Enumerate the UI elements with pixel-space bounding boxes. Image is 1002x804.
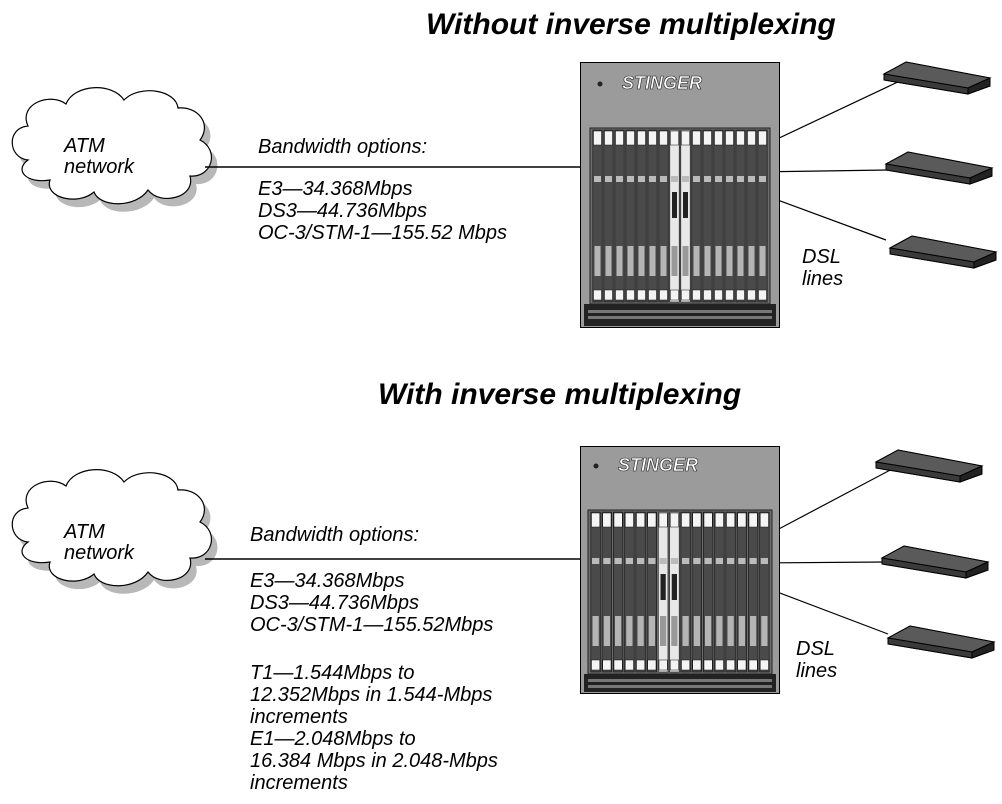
dsl-modem-icon — [882, 61, 992, 95]
dsl-lines-label: DSL lines — [802, 246, 844, 290]
line-card — [636, 129, 647, 303]
device-brand: STINGER — [618, 455, 698, 475]
bandwidth-heading: Bandwidth options: — [250, 524, 420, 546]
section-title-without: Without inverse multiplexing — [426, 8, 836, 41]
line-card — [658, 129, 669, 303]
option-item: OC-3/STM-1—155.52 Mbps — [258, 222, 507, 244]
dsl-modem-icon — [886, 625, 996, 659]
line-card — [603, 129, 614, 303]
line-card — [590, 511, 601, 673]
option-item: DS3—44.736Mbps — [250, 592, 419, 614]
line-card — [601, 511, 612, 673]
bandwidth-options-list: E3—34.368Mbps DS3—44.736Mbps OC-3/STM-1—… — [250, 570, 493, 636]
line-card — [757, 129, 768, 303]
line-card — [714, 511, 725, 673]
line-card — [646, 511, 658, 673]
line-card — [713, 129, 724, 303]
option-item: OC-3/STM-1—155.52Mbps — [250, 614, 494, 636]
option-item: E1—2.048Mbps to — [250, 728, 416, 750]
dsl-lines-label: DSL lines — [796, 638, 838, 682]
line-card — [703, 511, 714, 673]
option-item: increments — [250, 772, 348, 794]
line-card — [748, 511, 759, 673]
bandwidth-options-list: E3—34.368Mbps DS3—44.736Mbps OC-3/STM-1—… — [258, 178, 507, 244]
line-card — [691, 129, 702, 303]
option-item: DS3—44.736Mbps — [258, 200, 427, 222]
dsl-modem-icon — [884, 151, 994, 185]
line-card — [746, 129, 757, 303]
line-card — [625, 129, 636, 303]
stinger-chassis-icon: STINGER — [580, 62, 780, 328]
stinger-chassis-icon: STINGER — [580, 446, 780, 694]
line-card — [702, 129, 713, 303]
cloud-label: ATM network — [64, 521, 135, 564]
line-card — [759, 511, 770, 673]
line-card — [680, 511, 691, 673]
line-card — [612, 511, 624, 673]
option-item: 16.384 Mbps in 2.048-Mbps — [250, 750, 498, 772]
section-title-with: With inverse multiplexing — [378, 378, 742, 411]
option-item: 12.352Mbps in 1.544-Mbps — [250, 684, 493, 706]
option-item: T1—1.544Mbps to — [250, 662, 415, 684]
bandwidth-options-extra: T1—1.544Mbps to 12.352Mbps in 1.544-Mbps… — [250, 662, 498, 794]
line-card — [592, 129, 603, 303]
line-card — [614, 129, 625, 303]
dsl-modem-icon — [874, 449, 984, 483]
line-card — [725, 511, 736, 673]
dsl-modem-icon — [880, 545, 990, 579]
option-item: increments — [250, 706, 348, 728]
device-brand: STINGER — [622, 73, 702, 93]
bandwidth-heading: Bandwidth options: — [258, 136, 428, 158]
line-card — [735, 129, 746, 303]
line-card — [691, 511, 703, 673]
option-item: E3—34.368Mbps — [250, 570, 405, 592]
line-card — [736, 511, 748, 673]
option-item: E3—34.368Mbps — [258, 178, 413, 200]
cloud-label: ATM network — [64, 135, 135, 178]
line-card — [724, 129, 735, 303]
line-card — [635, 511, 646, 673]
line-card — [624, 511, 635, 673]
line-card — [647, 129, 658, 303]
dsl-modem-icon — [888, 235, 998, 269]
